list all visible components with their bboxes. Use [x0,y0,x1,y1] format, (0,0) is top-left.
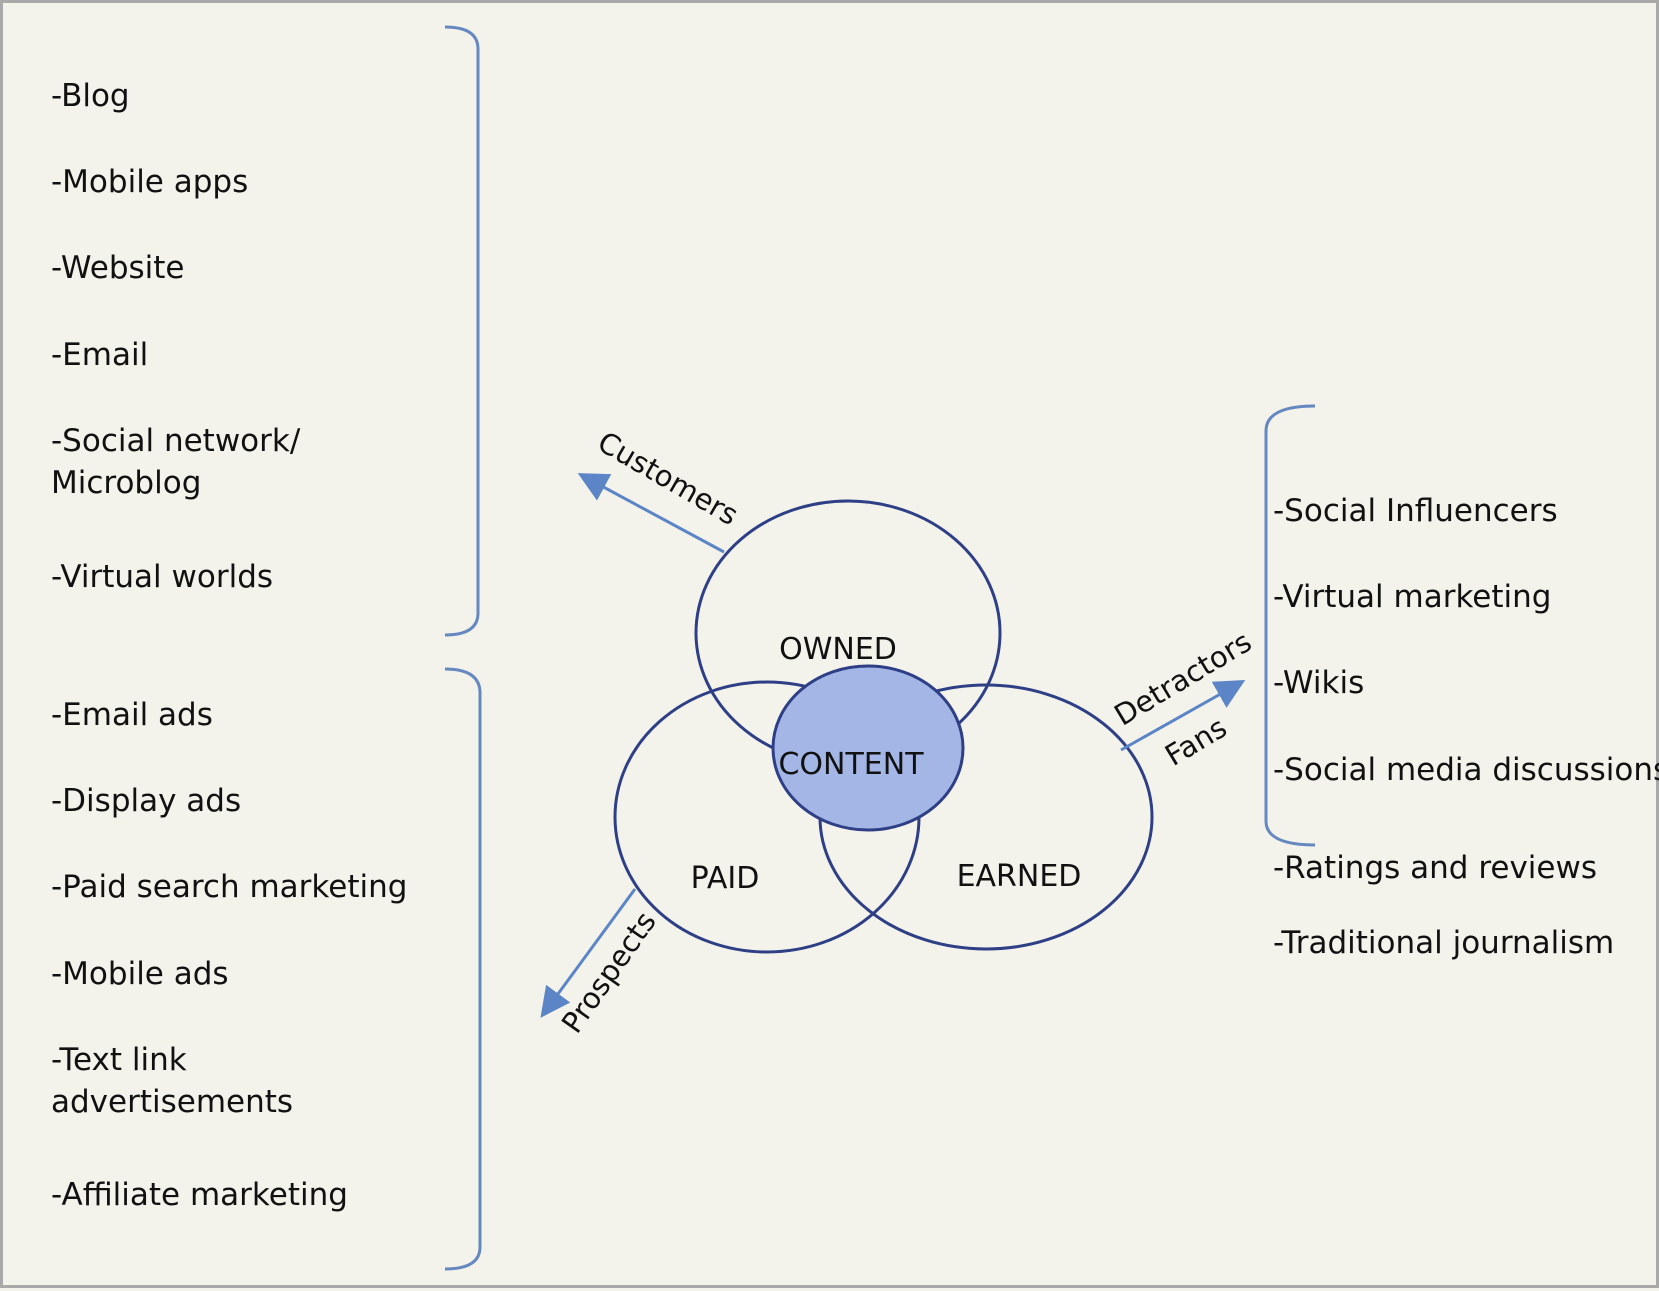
fans-label: Fans [1159,710,1232,773]
list-item: -Mobile ads [51,956,229,992]
paid-label: PAID [691,861,760,896]
list-item: -Affiliate marketing [51,1177,348,1213]
list-item: -Display ads [51,783,242,819]
list-item: Microblog [51,465,202,501]
list-item: -Virtual worlds [51,559,274,595]
list-item: -Email [51,337,149,373]
list-item: -Email ads [51,697,213,733]
list-item: -Website [51,250,185,286]
list-item: advertisements [51,1084,294,1120]
list-item: -Social network/ [51,423,301,459]
owned-bracket [444,25,480,637]
list-item: -Wikis [1273,665,1365,701]
list-item: -Social media discussions [1273,752,1659,788]
list-item: -Traditional journalism [1273,925,1615,961]
earned-label: EARNED [957,859,1082,894]
detractors-fans-arrow [1120,680,1246,752]
list-item: -Paid search marketing [51,869,408,905]
earned-bracket [1264,404,1316,847]
list-item: -Blog [51,78,130,114]
customers-label: Customers [592,425,744,532]
paid-bracket [444,667,482,1271]
owned-label: OWNED [779,632,897,667]
venn-diagram: OWNED CONTENT PAID EARNED Customers Pros… [444,25,1316,1271]
list-item: -Social Influencers [1273,493,1558,529]
list-item: -Ratings and reviews [1273,850,1597,886]
content-circle [771,664,965,832]
content-label: CONTENT [778,747,924,782]
list-item: -Text link [51,1042,187,1078]
list-item: -Mobile apps [51,164,249,200]
list-item: -Virtual marketing [1273,579,1552,615]
customers-arrow [577,473,725,554]
prospects-arrow [540,888,637,1018]
